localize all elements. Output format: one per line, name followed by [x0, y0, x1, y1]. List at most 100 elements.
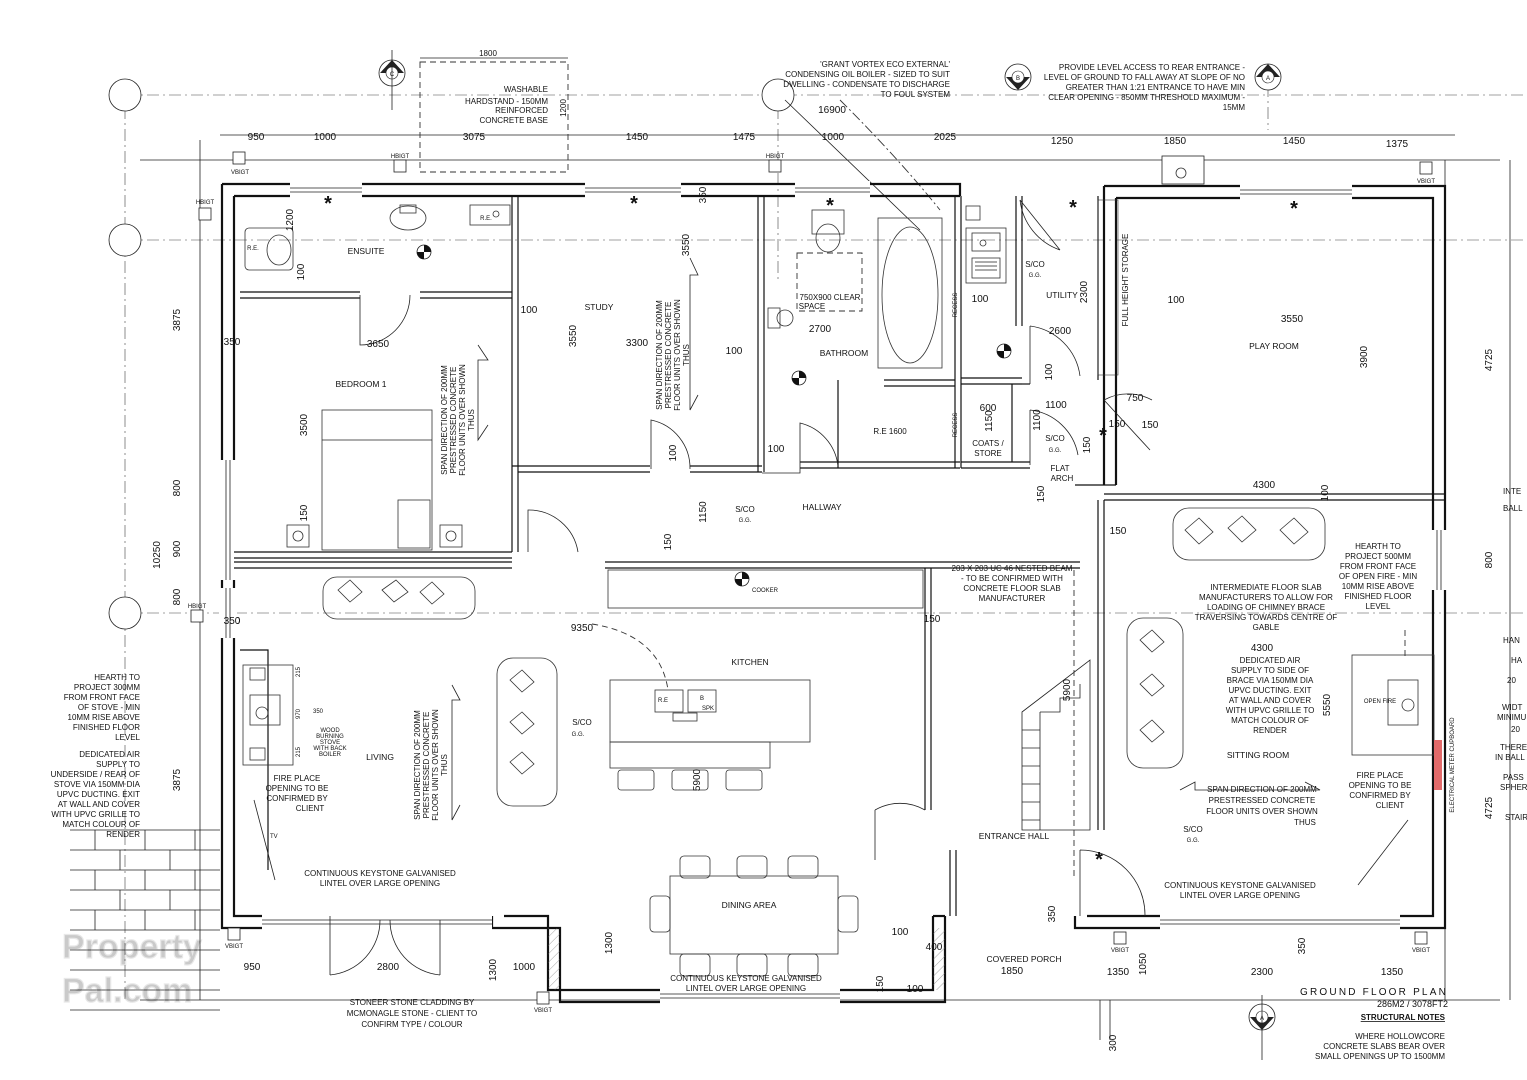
fireplace-right-note: FIRE PLACE OPENING TO BE CONFIRMED BY CL… [1349, 771, 1412, 810]
svg-text:SPAN DIRECTION OF 200MM: SPAN DIRECTION OF 200MM [655, 300, 664, 410]
svg-text:100: 100 [521, 305, 538, 316]
svg-text:800: 800 [172, 588, 183, 605]
svg-text:THUS: THUS [467, 409, 476, 431]
svg-text:CONCRETE BASE: CONCRETE BASE [480, 116, 548, 125]
svg-text:2300: 2300 [1251, 967, 1274, 978]
svg-text:FLOOR UNITS OVER SHOWN: FLOOR UNITS OVER SHOWN [431, 709, 440, 821]
svg-text:VBIGT: VBIGT [225, 944, 243, 950]
svg-text:2700: 2700 [809, 324, 832, 335]
svg-text:100: 100 [726, 346, 743, 357]
svg-text:950: 950 [244, 962, 261, 973]
svg-text:INTERMEDIATE FLOOR SLAB: INTERMEDIATE FLOOR SLAB [1210, 583, 1321, 592]
svg-text:10MM RISE ABOVE: 10MM RISE ABOVE [1342, 582, 1414, 591]
svg-text:HBIGT: HBIGT [766, 154, 785, 160]
svg-text:SPAN DIRECTION OF 200MM: SPAN DIRECTION OF 200MM [1207, 785, 1317, 794]
svg-text:3550: 3550 [1281, 314, 1304, 325]
svg-text:4300: 4300 [1251, 643, 1274, 654]
svg-text:CONTINUOUS KEYSTONE GALVANISED: CONTINUOUS KEYSTONE GALVANISED [304, 869, 456, 878]
svg-text:10MM RISE ABOVE: 10MM RISE ABOVE [68, 713, 140, 722]
svg-text:CONFIRMED BY: CONFIRMED BY [266, 794, 328, 803]
svg-text:RENDER: RENDER [106, 830, 140, 839]
air-left-note: DEDICATED AIR SUPPLY TO UNDERSIDE / REAR… [51, 750, 141, 839]
lintel-dining-note: CONTINUOUS KEYSTONE GALVANISED LINTEL OV… [670, 974, 822, 993]
svg-text:MINIMU: MINIMU [1497, 713, 1527, 722]
svg-text:9350: 9350 [571, 623, 594, 634]
svg-text:350: 350 [698, 186, 709, 203]
svg-text:CLIENT: CLIENT [1376, 801, 1405, 810]
svg-text:350: 350 [224, 616, 241, 627]
svg-text:MANUFACTURER: MANUFACTURER [979, 594, 1046, 603]
stove-note: WOOD BURNING STOVE WITH BACK BOILER [313, 728, 346, 758]
svg-text:WITH BACK: WITH BACK [313, 746, 346, 752]
svg-text:SPAN DIRECTION OF 200MM: SPAN DIRECTION OF 200MM [440, 365, 449, 475]
section-marker-c: C [378, 50, 406, 110]
room-label-bedroom-1: BEDROOM 1 [335, 379, 386, 389]
svg-text:CONFIRMED BY: CONFIRMED BY [1349, 791, 1411, 800]
svg-text:3900: 3900 [1359, 345, 1370, 368]
svg-text:R.E.: R.E. [480, 216, 492, 222]
svg-text:1000: 1000 [822, 132, 845, 143]
svg-text:STOVE VIA 150MM DIA: STOVE VIA 150MM DIA [54, 780, 141, 789]
svg-text:THUS: THUS [440, 754, 449, 776]
svg-text:FINISHED FLOOR: FINISHED FLOOR [1344, 592, 1411, 601]
svg-text:3075: 3075 [463, 132, 486, 143]
hardstand: 1800 1200 WASHABLE HARDSTAND - 150MM REI… [419, 49, 569, 173]
boiler-note: 'GRANT VORTEX ECO EXTERNAL' CONDENSING O… [783, 60, 950, 231]
svg-text:IN BALL: IN BALL [1495, 753, 1525, 762]
svg-text:REINFORCED: REINFORCED [495, 106, 548, 115]
svg-text:OF STOVE - MIN: OF STOVE - MIN [78, 703, 140, 712]
soil-vent-labels: S/COG.G. S/COG.G. S/COG.G. S/COG.G. S/CO… [247, 216, 1203, 844]
svg-text:*: * [826, 195, 834, 217]
svg-text:LINTEL OVER LARGE OPENING: LINTEL OVER LARGE OPENING [686, 984, 806, 993]
svg-text:3550: 3550 [568, 324, 579, 347]
svg-text:LEVEL: LEVEL [115, 733, 140, 742]
svg-text:HBIGT: HBIGT [391, 154, 410, 160]
svg-text:3300: 3300 [626, 338, 649, 349]
svg-text:RECESS: RECESS [953, 293, 959, 318]
svg-text:150: 150 [1109, 419, 1126, 430]
svg-text:3650: 3650 [367, 339, 390, 350]
svg-text:STOVE: STOVE [320, 740, 340, 746]
svg-text:WOOD: WOOD [320, 728, 340, 734]
svg-text:215: 215 [296, 746, 302, 757]
svg-text:UPVC DUCTING. EXIT: UPVC DUCTING. EXIT [57, 790, 140, 799]
svg-text:HA: HA [1511, 656, 1523, 665]
svg-text:Pal.com: Pal.com [62, 972, 192, 1010]
svg-text:150: 150 [875, 975, 886, 992]
svg-text:CONFIRM TYPE / COLOUR: CONFIRM TYPE / COLOUR [361, 1020, 462, 1029]
asterisk-markers: * * * * * * * [324, 193, 1298, 871]
svg-text:VBIGT: VBIGT [1111, 948, 1129, 954]
svg-text:G.G.: G.G. [739, 518, 752, 524]
svg-text:SUPPLY TO: SUPPLY TO [96, 760, 140, 769]
svg-text:BOILER: BOILER [319, 752, 342, 758]
svg-text:750X900 CLEAR: 750X900 CLEAR [800, 293, 861, 302]
svg-text:100: 100 [892, 927, 909, 938]
svg-text:B: B [700, 696, 704, 702]
svg-text:PRESTRESSED CONCRETE: PRESTRESSED CONCRETE [449, 367, 458, 474]
grid-balloons [108, 78, 795, 630]
svg-text:'GRANT VORTEX ECO EXTERNAL': 'GRANT VORTEX ECO EXTERNAL' [820, 60, 950, 69]
svg-text:100: 100 [668, 444, 679, 461]
stone-cladding-note: STONEER STONE CLADDING BY MCMONAGLE STON… [347, 998, 478, 1029]
svg-text:15MM: 15MM [1223, 103, 1246, 112]
room-label-sitting-room: SITTING ROOM [1227, 750, 1289, 760]
room-label-utility: UTILITY [1046, 290, 1078, 300]
svg-text:5550: 5550 [1322, 693, 1333, 716]
svg-text:PROJECT 300MM: PROJECT 300MM [74, 683, 140, 692]
svg-text:350: 350 [224, 337, 241, 348]
room-labels: ENSUITE STUDY BATHROOM UTILITY PLAY ROOM… [270, 234, 1456, 964]
svg-text:G.G.: G.G. [1029, 273, 1042, 279]
smoke-detector-icon [416, 244, 432, 260]
svg-text:VBIGT: VBIGT [1417, 179, 1435, 185]
stair: 5900 [1021, 659, 1091, 831]
room-label-living: LIVING [366, 752, 394, 762]
watermark-logo: Property Pal.com [61, 927, 202, 1010]
svg-text:100: 100 [1320, 484, 1331, 501]
svg-text:LINTEL OVER LARGE OPENING: LINTEL OVER LARGE OPENING [1180, 891, 1300, 900]
svg-text:2800: 2800 [377, 962, 400, 973]
svg-text:THUS: THUS [682, 344, 691, 366]
svg-text:PROVIDE LEVEL ACCESS TO REAR E: PROVIDE LEVEL ACCESS TO REAR ENTRANCE - [1059, 63, 1245, 72]
svg-text:150: 150 [924, 614, 941, 625]
structural-notes-heading: STRUCTURAL NOTES [1361, 1013, 1446, 1022]
svg-text:150: 150 [1142, 420, 1159, 431]
